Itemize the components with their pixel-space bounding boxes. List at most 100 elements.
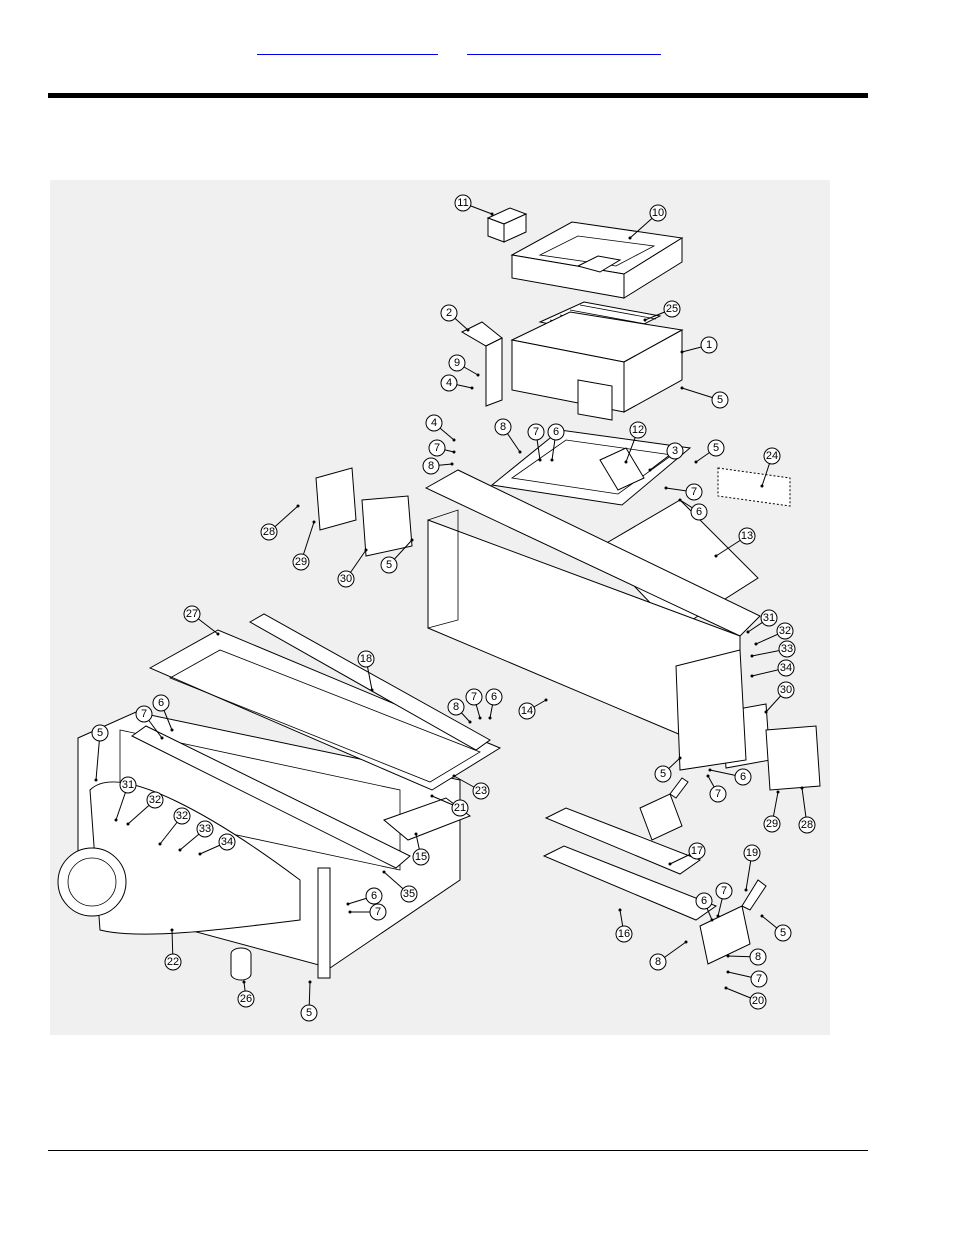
callout-number: 35 — [403, 888, 415, 900]
leader-point — [410, 538, 414, 542]
callout-number: 24 — [766, 450, 778, 462]
callout-22: 22 — [164, 928, 182, 971]
callout-number: 5 — [97, 727, 103, 739]
callout-5: 5 — [760, 914, 792, 942]
leader-point — [158, 842, 162, 846]
leader-point — [476, 373, 480, 377]
callout-circle — [695, 892, 713, 910]
part-block — [486, 207, 528, 243]
callout-29: 29 — [292, 520, 316, 571]
part-plate-16 — [542, 845, 718, 921]
callout-circle — [547, 423, 565, 441]
callout-number: 7 — [691, 486, 697, 498]
callout-circle — [135, 705, 153, 723]
leader-point — [750, 674, 754, 678]
callout-circle — [649, 953, 667, 971]
callout-circle — [494, 418, 512, 436]
callout-6: 6 — [708, 768, 752, 786]
header-rule — [48, 93, 868, 98]
callout-circle — [369, 903, 387, 921]
callout-number: 7 — [141, 708, 147, 720]
callout-8: 8 — [649, 940, 688, 971]
callout-32: 32 — [754, 622, 794, 646]
callout-8: 8 — [422, 457, 454, 475]
callout-29: 29 — [763, 790, 781, 833]
callout-number: 6 — [740, 771, 746, 783]
leader-point — [452, 774, 456, 778]
leader-point — [450, 462, 454, 466]
part-tray — [490, 429, 692, 506]
callout-circle — [91, 724, 109, 742]
part-hopper-box — [510, 311, 684, 421]
leader-point — [518, 450, 522, 454]
part-main-body — [424, 469, 761, 761]
callout-circle — [451, 799, 469, 817]
callout-circle — [778, 640, 796, 658]
leader-point — [618, 908, 622, 912]
callout-circle — [629, 421, 647, 439]
callout-33: 33 — [178, 820, 214, 852]
leader-point — [643, 318, 647, 322]
callout-circle — [400, 885, 418, 903]
callout-30: 30 — [764, 681, 795, 714]
callout-circle — [734, 768, 752, 786]
callout-circle — [440, 374, 458, 392]
callout-32: 32 — [126, 791, 164, 826]
callout-number: 29 — [766, 818, 778, 830]
callout-2: 2 — [440, 304, 470, 332]
callout-number: 8 — [428, 460, 434, 472]
leader-point — [490, 212, 494, 216]
leader-point — [684, 940, 688, 944]
leader-point — [308, 980, 312, 984]
callout-5: 5 — [694, 439, 725, 464]
callout-28: 28 — [260, 504, 300, 541]
callout-circle — [454, 194, 472, 212]
part-angle-35 — [131, 725, 411, 869]
callout-12: 12 — [624, 421, 647, 464]
callout-circle — [218, 833, 236, 851]
callout-number: 9 — [454, 357, 460, 369]
callout-14: 14 — [518, 698, 548, 720]
callout-6: 6 — [547, 423, 565, 462]
callout-31: 31 — [746, 609, 778, 634]
callout-circle — [738, 527, 756, 545]
callout-5: 5 — [91, 724, 109, 782]
callout-circle — [292, 553, 310, 571]
callout-number: 5 — [306, 1007, 312, 1019]
callout-circle — [465, 688, 483, 706]
part-piece-15 — [383, 797, 472, 841]
callout-7: 7 — [726, 970, 768, 988]
leader-point — [478, 716, 482, 720]
callout-circle — [448, 354, 466, 372]
leader-point — [242, 980, 246, 984]
leader-point — [470, 386, 474, 390]
callout-7: 7 — [348, 903, 387, 921]
callout-number: 29 — [295, 556, 307, 568]
callout-circle — [685, 483, 703, 501]
callout-circle — [654, 765, 672, 783]
callout-circle — [760, 609, 778, 627]
callout-number: 6 — [491, 691, 497, 703]
callout-24: 24 — [760, 447, 781, 488]
callout-number: 19 — [746, 847, 758, 859]
callout-number: 8 — [500, 421, 506, 433]
callout-8: 8 — [726, 948, 767, 966]
leader-point — [170, 728, 174, 732]
callout-circle — [690, 503, 708, 521]
callout-number: 4 — [446, 377, 452, 389]
callout-circle — [440, 304, 458, 322]
leader-point — [348, 910, 352, 914]
leader-point — [126, 822, 130, 826]
callout-circle — [485, 688, 503, 706]
leader-point — [706, 774, 710, 778]
callout-circle — [663, 300, 681, 318]
next-page-link[interactable] — [467, 38, 661, 55]
callout-circle — [146, 791, 164, 809]
part-bracket — [460, 321, 503, 407]
callout-number: 32 — [176, 810, 188, 822]
callout-circle — [776, 622, 794, 640]
callout-number: 7 — [471, 691, 477, 703]
prev-page-link[interactable] — [257, 38, 438, 55]
leader-point — [178, 848, 182, 852]
callout-circle — [711, 391, 729, 409]
